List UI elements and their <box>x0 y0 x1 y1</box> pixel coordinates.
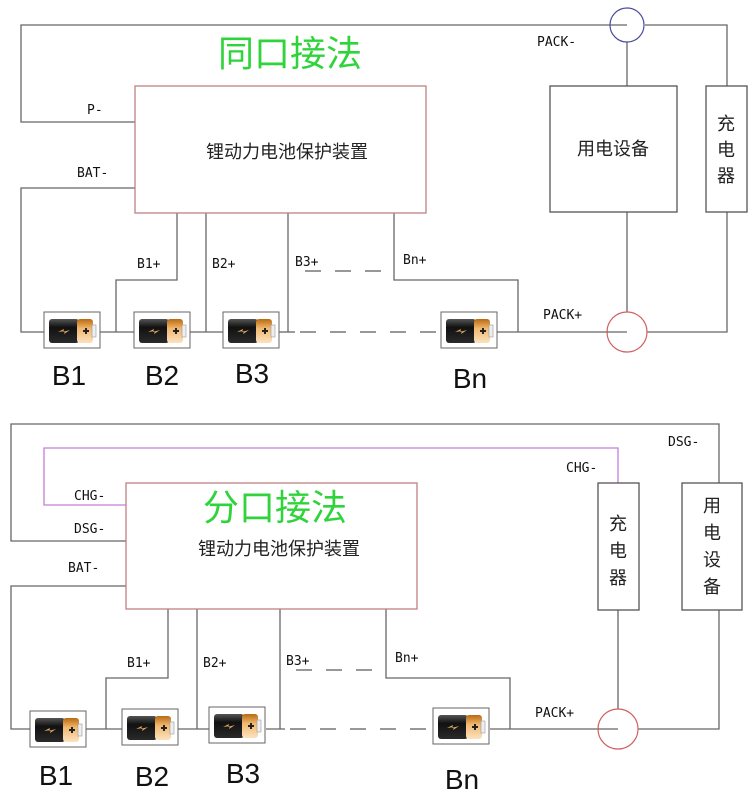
load-device-box <box>549 85 678 213</box>
charger-box <box>597 482 640 611</box>
wire-bn-plus <box>393 213 519 332</box>
battery-label: B1 <box>52 360 86 391</box>
wire-dsg-minus <box>10 423 720 542</box>
load-label-char: 设 <box>703 550 721 571</box>
wire-bn-plus <box>385 609 511 729</box>
wire-pack-plus-charger <box>647 212 728 333</box>
wires <box>20 24 728 333</box>
battery-icon <box>121 708 179 746</box>
diagram-same-port: 同口接法 锂动力电池保护装置 P- BAT- PACK- PACK+ B1+ B… <box>20 7 748 394</box>
battery-label: B2 <box>145 360 179 391</box>
load-device-box <box>681 482 743 611</box>
label-bn-plus: Bn+ <box>395 651 419 666</box>
diagram-separate-port: 分口接法 锂动力电池保护装置 CHG- DSG- BAT- CHG- DSG- … <box>10 423 743 795</box>
battery-icon <box>222 311 280 349</box>
wire-b1-plus <box>115 213 178 332</box>
label-b2-plus: B2+ <box>212 257 236 272</box>
battery-icon <box>29 710 87 748</box>
bms-protection-box <box>134 85 427 214</box>
label-bat-minus: BAT- <box>68 561 99 576</box>
label-pack-minus: PACK- <box>537 35 576 50</box>
battery-label: B2 <box>135 761 169 792</box>
charger-label-char: 充 <box>609 514 627 535</box>
label-bat-minus: BAT- <box>77 166 108 181</box>
wire-b1-plus <box>105 609 169 729</box>
charger-label-char: 电 <box>609 541 627 562</box>
label-pack-plus: PACK+ <box>535 706 574 721</box>
wire-pack-minus-charger <box>645 24 728 86</box>
charger-label-char: 器 <box>717 166 735 187</box>
load-label-char: 用 <box>703 496 721 517</box>
charger-label-char: 器 <box>609 568 627 589</box>
battery-icon <box>208 706 266 744</box>
battery-label: B3 <box>235 358 269 389</box>
load-device-label: 用电设备 <box>577 139 649 160</box>
wire-bat-minus <box>10 585 126 730</box>
label-p-minus: P- <box>87 103 103 118</box>
battery-icon <box>133 311 191 349</box>
label-b3-plus: B3+ <box>286 654 310 669</box>
wire-chg-minus <box>43 447 619 506</box>
wire-bat-minus <box>20 187 135 333</box>
label-chg-minus-right: CHG- <box>566 461 597 476</box>
charger-label-char: 电 <box>717 140 735 161</box>
battery-label: Bn <box>445 764 479 795</box>
battery-label: Bn <box>453 363 487 394</box>
diagram-title: 同口接法 <box>218 34 362 75</box>
diagram-title: 分口接法 <box>203 488 347 529</box>
label-bn-plus: Bn+ <box>403 253 427 268</box>
bms-label: 锂动力电池保护装置 <box>206 142 368 163</box>
label-b2-plus: B2+ <box>203 656 227 671</box>
label-b1-plus: B1+ <box>127 656 151 671</box>
wire-pack-plus-load <box>638 610 720 730</box>
bms-protection-box <box>125 482 418 610</box>
charger-box <box>705 85 748 213</box>
label-chg-minus: CHG- <box>74 489 105 504</box>
battery-icon <box>43 311 101 349</box>
label-b1-plus: B1+ <box>137 257 161 272</box>
battery-label: B1 <box>39 760 73 791</box>
label-dsg-minus-right: DSG- <box>668 435 699 450</box>
wires <box>10 423 720 730</box>
label-dsg-minus: DSG- <box>74 522 105 537</box>
battery-icon <box>440 311 498 349</box>
battery-label: B3 <box>226 758 260 789</box>
label-pack-plus: PACK+ <box>543 308 582 323</box>
load-label-char: 电 <box>703 523 721 544</box>
load-label-char: 备 <box>703 577 721 598</box>
bms-label: 锂动力电池保护装置 <box>198 539 360 560</box>
wire-p-minus <box>20 24 615 123</box>
label-b3-plus: B3+ <box>295 255 319 270</box>
charger-label-char: 充 <box>717 114 735 135</box>
battery-icon <box>432 707 490 745</box>
